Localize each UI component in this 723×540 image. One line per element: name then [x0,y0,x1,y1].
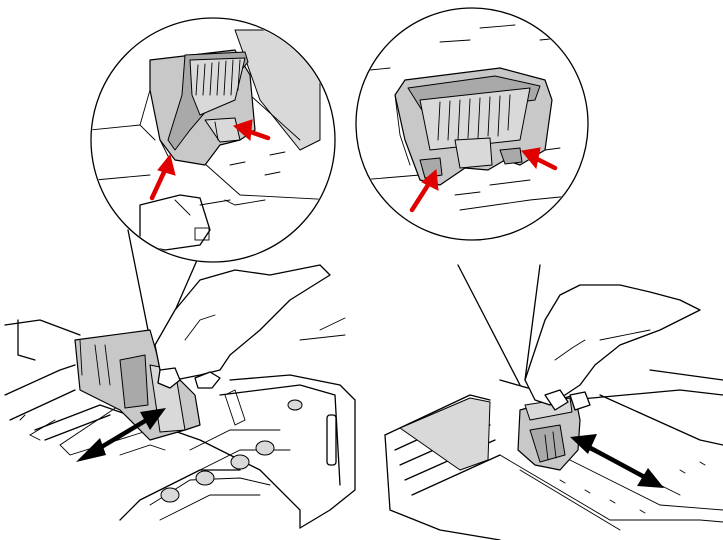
left-panel [4,17,356,529]
right-callout-line-b [524,264,541,381]
right-tray [384,369,723,540]
right-hand [524,284,701,411]
left-slide-arrow [76,408,166,462]
left-tray-slot [326,414,337,466]
right-callout-line-a [457,264,521,386]
left-magnifier [90,17,336,263]
left-hand [154,264,346,389]
right-zoom-red-arrows [409,147,558,213]
left-zoom-red-arrows [149,119,271,201]
left-roller [160,487,180,503]
right-length-guide [517,394,581,471]
right-panel [355,7,723,540]
left-tray [4,319,356,529]
right-slide-arrow [570,434,664,488]
left-callout-line-a [127,229,151,341]
right-magnifier [355,7,589,241]
